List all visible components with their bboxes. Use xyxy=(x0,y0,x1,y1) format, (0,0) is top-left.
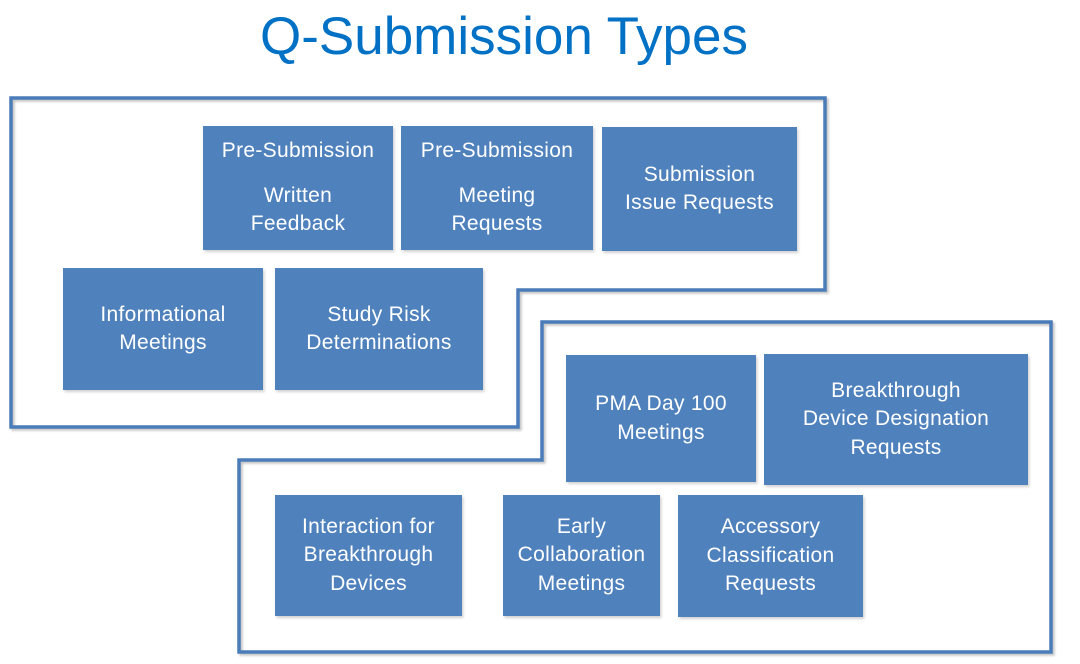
box-label: PMA Day 100 Meetings xyxy=(595,392,727,444)
box-sublabel: Meeting Requests xyxy=(451,183,543,236)
box-label: Interaction for Breakthrough Devices xyxy=(302,514,435,595)
box-breakthrough-device-designation-requests: Breakthrough Device Designation Requests xyxy=(764,354,1028,485)
box-label: Submission Issue Requests xyxy=(625,162,774,214)
group-outline-other-submissions xyxy=(237,320,1053,654)
box-label: Accessory Classification Requests xyxy=(706,515,835,596)
box-study-risk-determinations: Study Risk Determinations xyxy=(275,268,483,390)
box-label: Pre-Submission xyxy=(420,139,574,163)
group-outline-pre-submissions xyxy=(9,96,827,429)
box-label: Study Risk Determinations xyxy=(306,302,452,354)
box-accessory-classification-requests: Accessory Classification Requests xyxy=(678,495,863,617)
box-informational-meetings: Informational Meetings xyxy=(63,268,263,390)
box-label: Early Collaboration Meetings xyxy=(517,514,646,595)
box-submission-issue-requests: Submission Issue Requests xyxy=(602,127,797,251)
box-interaction-for-breakthrough-devices: Interaction for Breakthrough Devices xyxy=(275,495,462,616)
box-early-collaboration-meetings: Early Collaboration Meetings xyxy=(503,495,660,616)
box-sublabel: Written Feedback xyxy=(250,183,346,236)
box-label: Informational Meetings xyxy=(100,302,226,354)
box-label: Pre-Submission xyxy=(221,139,375,163)
box-pre-submission-meeting-requests: Pre-Submission Meeting Requests xyxy=(401,126,593,250)
box-pre-submission-written-feedback: Pre-Submission Written Feedback xyxy=(203,126,393,250)
box-pma-day-100-meetings: PMA Day 100 Meetings xyxy=(566,355,756,482)
page-title: Q-Submission Types xyxy=(260,7,748,66)
box-label: Breakthrough Device Designation Requests xyxy=(802,378,990,459)
